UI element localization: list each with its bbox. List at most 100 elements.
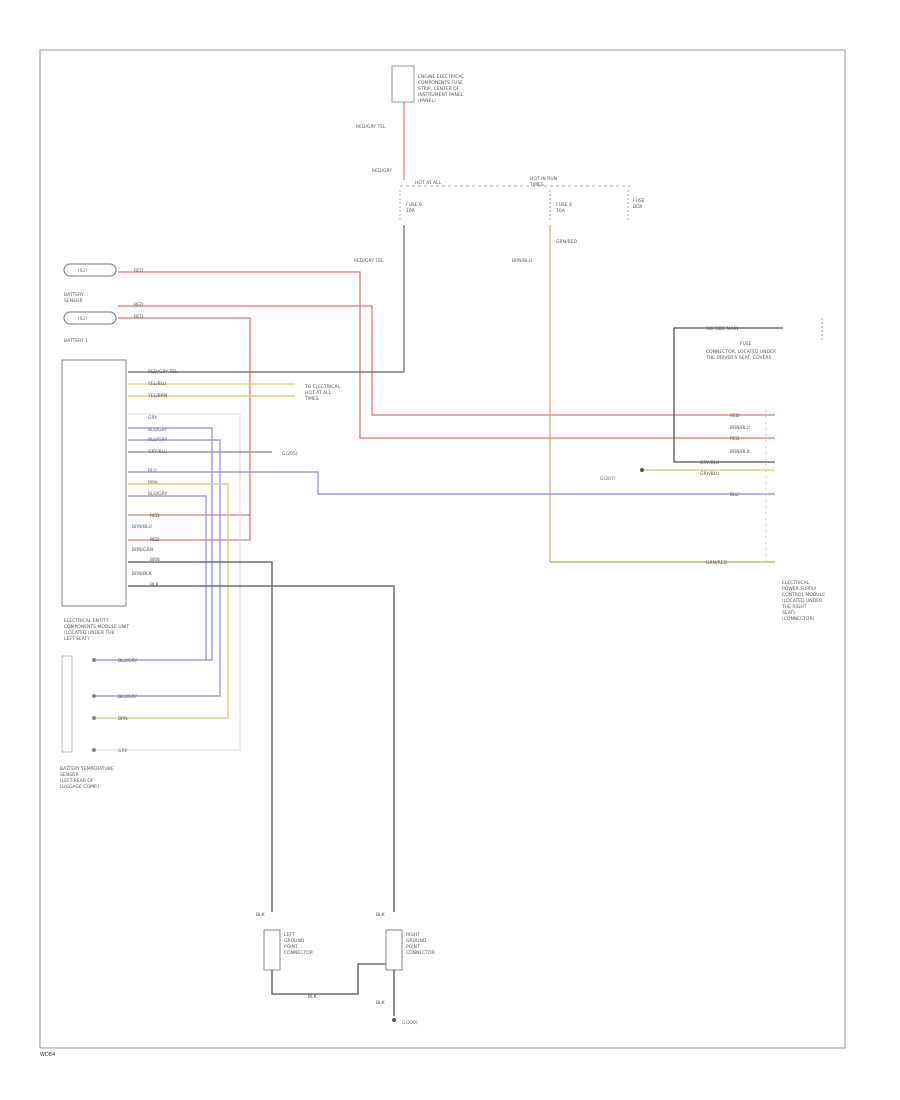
top-component-label-5: (PANEL) — [418, 98, 436, 104]
right-ground-dot — [640, 468, 644, 472]
bottom-right-label-4: CONNECTOR — [406, 950, 435, 956]
right-top-box-label-2: FUSE — [740, 341, 752, 347]
battery-box-label: BATTERY 1 — [64, 338, 88, 344]
wire-blue-2 — [96, 439, 221, 697]
top-fuse-box — [391, 65, 415, 103]
wire-black-1 — [128, 561, 273, 912]
battery-sensor-label-2: SENSOR — [64, 298, 83, 304]
top-component-label-3: STRIP, CENTER OF — [418, 86, 460, 92]
bottom-wire-label-2: BLK — [376, 912, 386, 918]
bottom-wire-label-1: BLK — [256, 912, 266, 918]
to-battery-label-3: TIMES — [304, 396, 319, 402]
left-sensor-label-2: SENSOR — [60, 772, 79, 778]
right-wire-label-5: GRY/BLU — [700, 471, 719, 477]
page-ref: WD84 — [40, 1052, 55, 1058]
right-top-box-label-3: CONNECTOR, LOCATED UNDER — [706, 349, 776, 355]
bottom-right-label-3: POINT — [406, 944, 420, 950]
left-ground-connector — [263, 929, 281, 971]
ign-left-label: BRN/BLU — [512, 258, 532, 264]
wire-blue-1 — [96, 427, 213, 661]
module-wire-10: BLU/GRY — [148, 491, 168, 497]
right-wire-label-6: BLU — [730, 492, 739, 498]
right-wire-label-1: BRN/BLU — [730, 425, 750, 431]
left-module-label-3: (LOCATED UNDER THE — [64, 630, 115, 636]
top-component-label-2: COMPONENTS FUSE — [418, 80, 463, 86]
module-wire-0: RED/GRY TEL — [148, 369, 178, 375]
right-top-box-label-1: SW SIDE MAIN — [706, 326, 738, 332]
bottom-right-label-1: RIGHT — [406, 932, 420, 938]
mid-wire-label: RED/GRY TEL — [354, 258, 384, 264]
left-module-label-2: COMPONENTS MODULE UNIT — [64, 624, 129, 630]
wire-blue-3 — [128, 471, 775, 495]
wire-red-3 — [118, 317, 251, 541]
hot-at-all-times: TIMES — [529, 182, 544, 188]
wire-yellow-sensor — [96, 483, 229, 719]
fuse-2-amp: 10A — [556, 208, 566, 214]
right-wire-label-2: RED — [730, 436, 740, 442]
to-battery-label-1: TO ELECTRICAL — [304, 384, 340, 390]
left-module-box — [61, 359, 127, 607]
top-component-label-1: ENGINE ELECTRICAL — [418, 74, 464, 80]
ign-sw-label: GRN/RED — [556, 239, 577, 245]
wire-black-2 — [128, 585, 395, 912]
ground-label: G(205) — [282, 451, 298, 457]
left-module-label-1: ELECTRICAL ENTITY — [64, 618, 109, 624]
sensor-pin-label-1: BLU/GRY — [118, 658, 138, 664]
top-component-label-4: INSTRUMENT PANEL — [418, 92, 464, 98]
module-wire-11: RED — [150, 513, 160, 519]
module-wire-9: BRN — [148, 480, 158, 486]
right-component-label-5: THE RIGHT — [781, 604, 807, 610]
right-component-label-1: ELECTRICAL — [782, 580, 810, 586]
sensor-pin-label-2: BLU/GRY — [118, 694, 138, 700]
left-sensor-label-4: LUGGAGE COMP.) — [60, 784, 99, 790]
module-wire-15: BRN — [150, 557, 160, 563]
wire-blue-4 — [128, 495, 207, 660]
fuse-2-label: FUSE 8 — [556, 202, 572, 208]
top-wire-label-1: RED/GRY TEL — [356, 124, 386, 130]
wire-red-2-label: RED — [134, 302, 144, 308]
bottom-left-label-3: POINT — [284, 944, 298, 950]
right-wire-label-0: RED — [730, 413, 740, 419]
module-wire-13: RED — [150, 537, 160, 543]
bottom-wire-label-3: BLK — [376, 1000, 386, 1006]
bottom-left-label-2: GROUND — [284, 938, 305, 944]
left-module-label-4: LEFT SEAT) — [64, 636, 89, 642]
module-wire-2: YEL/BRN — [147, 393, 167, 399]
fuse-1-label: FUSE 9 — [406, 202, 422, 208]
right-component-label-4: (LOCATED UNDER — [782, 598, 822, 604]
battery-sensor-label-1: BATTERY — [64, 292, 84, 298]
sensor-pin-label-4: GRY — [118, 748, 127, 754]
fuse-1-amp: 10A — [406, 208, 416, 214]
wire-red-2 — [118, 305, 775, 416]
right-component-label-7: (CONNECTOR) — [782, 616, 815, 622]
battery-terminal-2-label: (S1) — [78, 316, 87, 322]
hot-at-all-label: HOT AT ALL — [415, 180, 442, 186]
right-ground-label: G(207) — [600, 476, 616, 482]
diagram-frame — [39, 49, 846, 1049]
to-battery-label-2: HOT AT ALL — [305, 390, 332, 396]
right-wire-label-3: BRN/BLK — [730, 449, 751, 455]
fuse-3-label: FUSE — [633, 198, 645, 204]
right-wire-label-4: GRY/BLU — [700, 460, 719, 466]
right-component-label-3: CONTROL MODULE — [782, 592, 825, 598]
bottom-left-label-1: LEFT — [284, 932, 295, 938]
right-top-box-bracket — [673, 327, 783, 463]
left-sensor-label-1: BATTERY TEMPERATURE — [60, 766, 114, 772]
battery-terminal-1-label: (S1) — [78, 268, 87, 274]
right-end-label: GRN/RED — [706, 560, 727, 566]
left-sensor-label-3: (LEFT REAR OF — [60, 778, 94, 784]
bottom-wire-label: BLK — [308, 994, 318, 1000]
battery-terminal-2 — [63, 311, 117, 325]
hot-in-run-label: HOT IN RUN — [530, 176, 557, 182]
sensor-bracket-box — [61, 655, 73, 753]
battery-terminal-1 — [63, 263, 117, 277]
module-wire-12: BRN/BLU — [132, 524, 152, 530]
module-wire-16: BRN/BLK — [132, 571, 153, 577]
wire-red-1-label: RED — [134, 268, 144, 274]
sensor-pin-1 — [92, 658, 96, 662]
wire-red-3-label: RED — [134, 314, 144, 320]
module-wire-4: GRY — [148, 415, 157, 421]
top-wire-label-2: RED/GRY — [372, 168, 392, 174]
module-wire-1: YEL/BLU — [147, 381, 166, 387]
